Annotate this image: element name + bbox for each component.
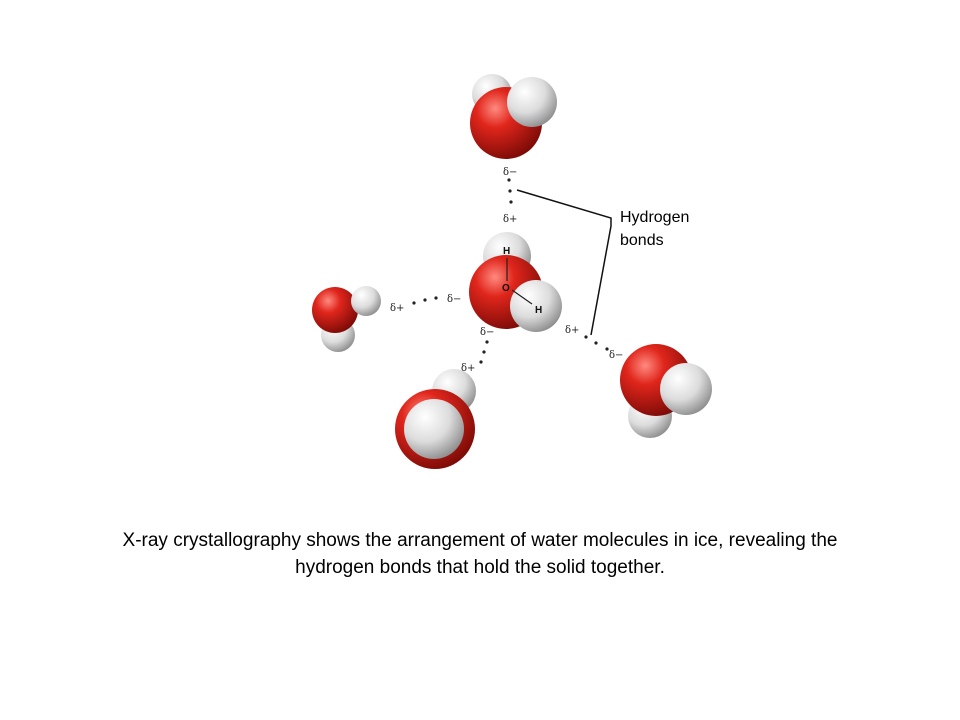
charge-delta-plus: δ+ xyxy=(503,214,517,225)
hydrogen-atom xyxy=(351,286,381,316)
hydrogen-atom xyxy=(510,280,562,332)
hydrogen-atom xyxy=(660,363,712,415)
caption-line1: X-ray crystallography shows the arrangem… xyxy=(122,530,838,551)
charge-delta-minus: δ− xyxy=(480,327,494,338)
charge-delta-plus: δ+ xyxy=(390,303,404,314)
hydrogen-bond-dots-right xyxy=(584,335,609,351)
charge-delta-minus: δ− xyxy=(447,294,461,305)
callout-leader-line xyxy=(516,189,612,336)
charge-delta-minus: δ− xyxy=(609,350,623,361)
atom-label-h-top: H xyxy=(503,246,510,257)
hydrogen-bond-dots-left xyxy=(412,296,438,305)
hydrogen-atom xyxy=(507,77,557,127)
callout-label-line2: bonds xyxy=(620,232,664,249)
callout-label-line1: Hydrogen xyxy=(620,209,689,226)
water-molecule-left xyxy=(312,286,381,352)
water-molecule-right xyxy=(620,344,712,438)
caption-line2: hydrogen bonds that hold the solid toget… xyxy=(295,557,665,578)
hydrogen-bond-dots-top xyxy=(507,178,513,204)
water-molecule-top xyxy=(470,74,557,159)
charge-delta-plus: δ+ xyxy=(461,363,475,374)
oxygen-atom xyxy=(312,287,358,333)
atom-label-h-right: H xyxy=(535,305,542,316)
covalent-bond-line xyxy=(511,289,533,305)
hydrogen-bond-dots-bottom xyxy=(479,340,489,364)
hydrogen-atom xyxy=(404,399,464,459)
figure-caption: X-ray crystallography shows the arrangem… xyxy=(40,527,920,581)
charge-delta-plus: δ+ xyxy=(565,325,579,336)
water-molecule-center: H O H xyxy=(469,232,562,332)
water-molecule-bottom xyxy=(395,369,476,469)
atom-label-o: O xyxy=(502,283,510,294)
charge-delta-minus: δ− xyxy=(503,167,517,178)
